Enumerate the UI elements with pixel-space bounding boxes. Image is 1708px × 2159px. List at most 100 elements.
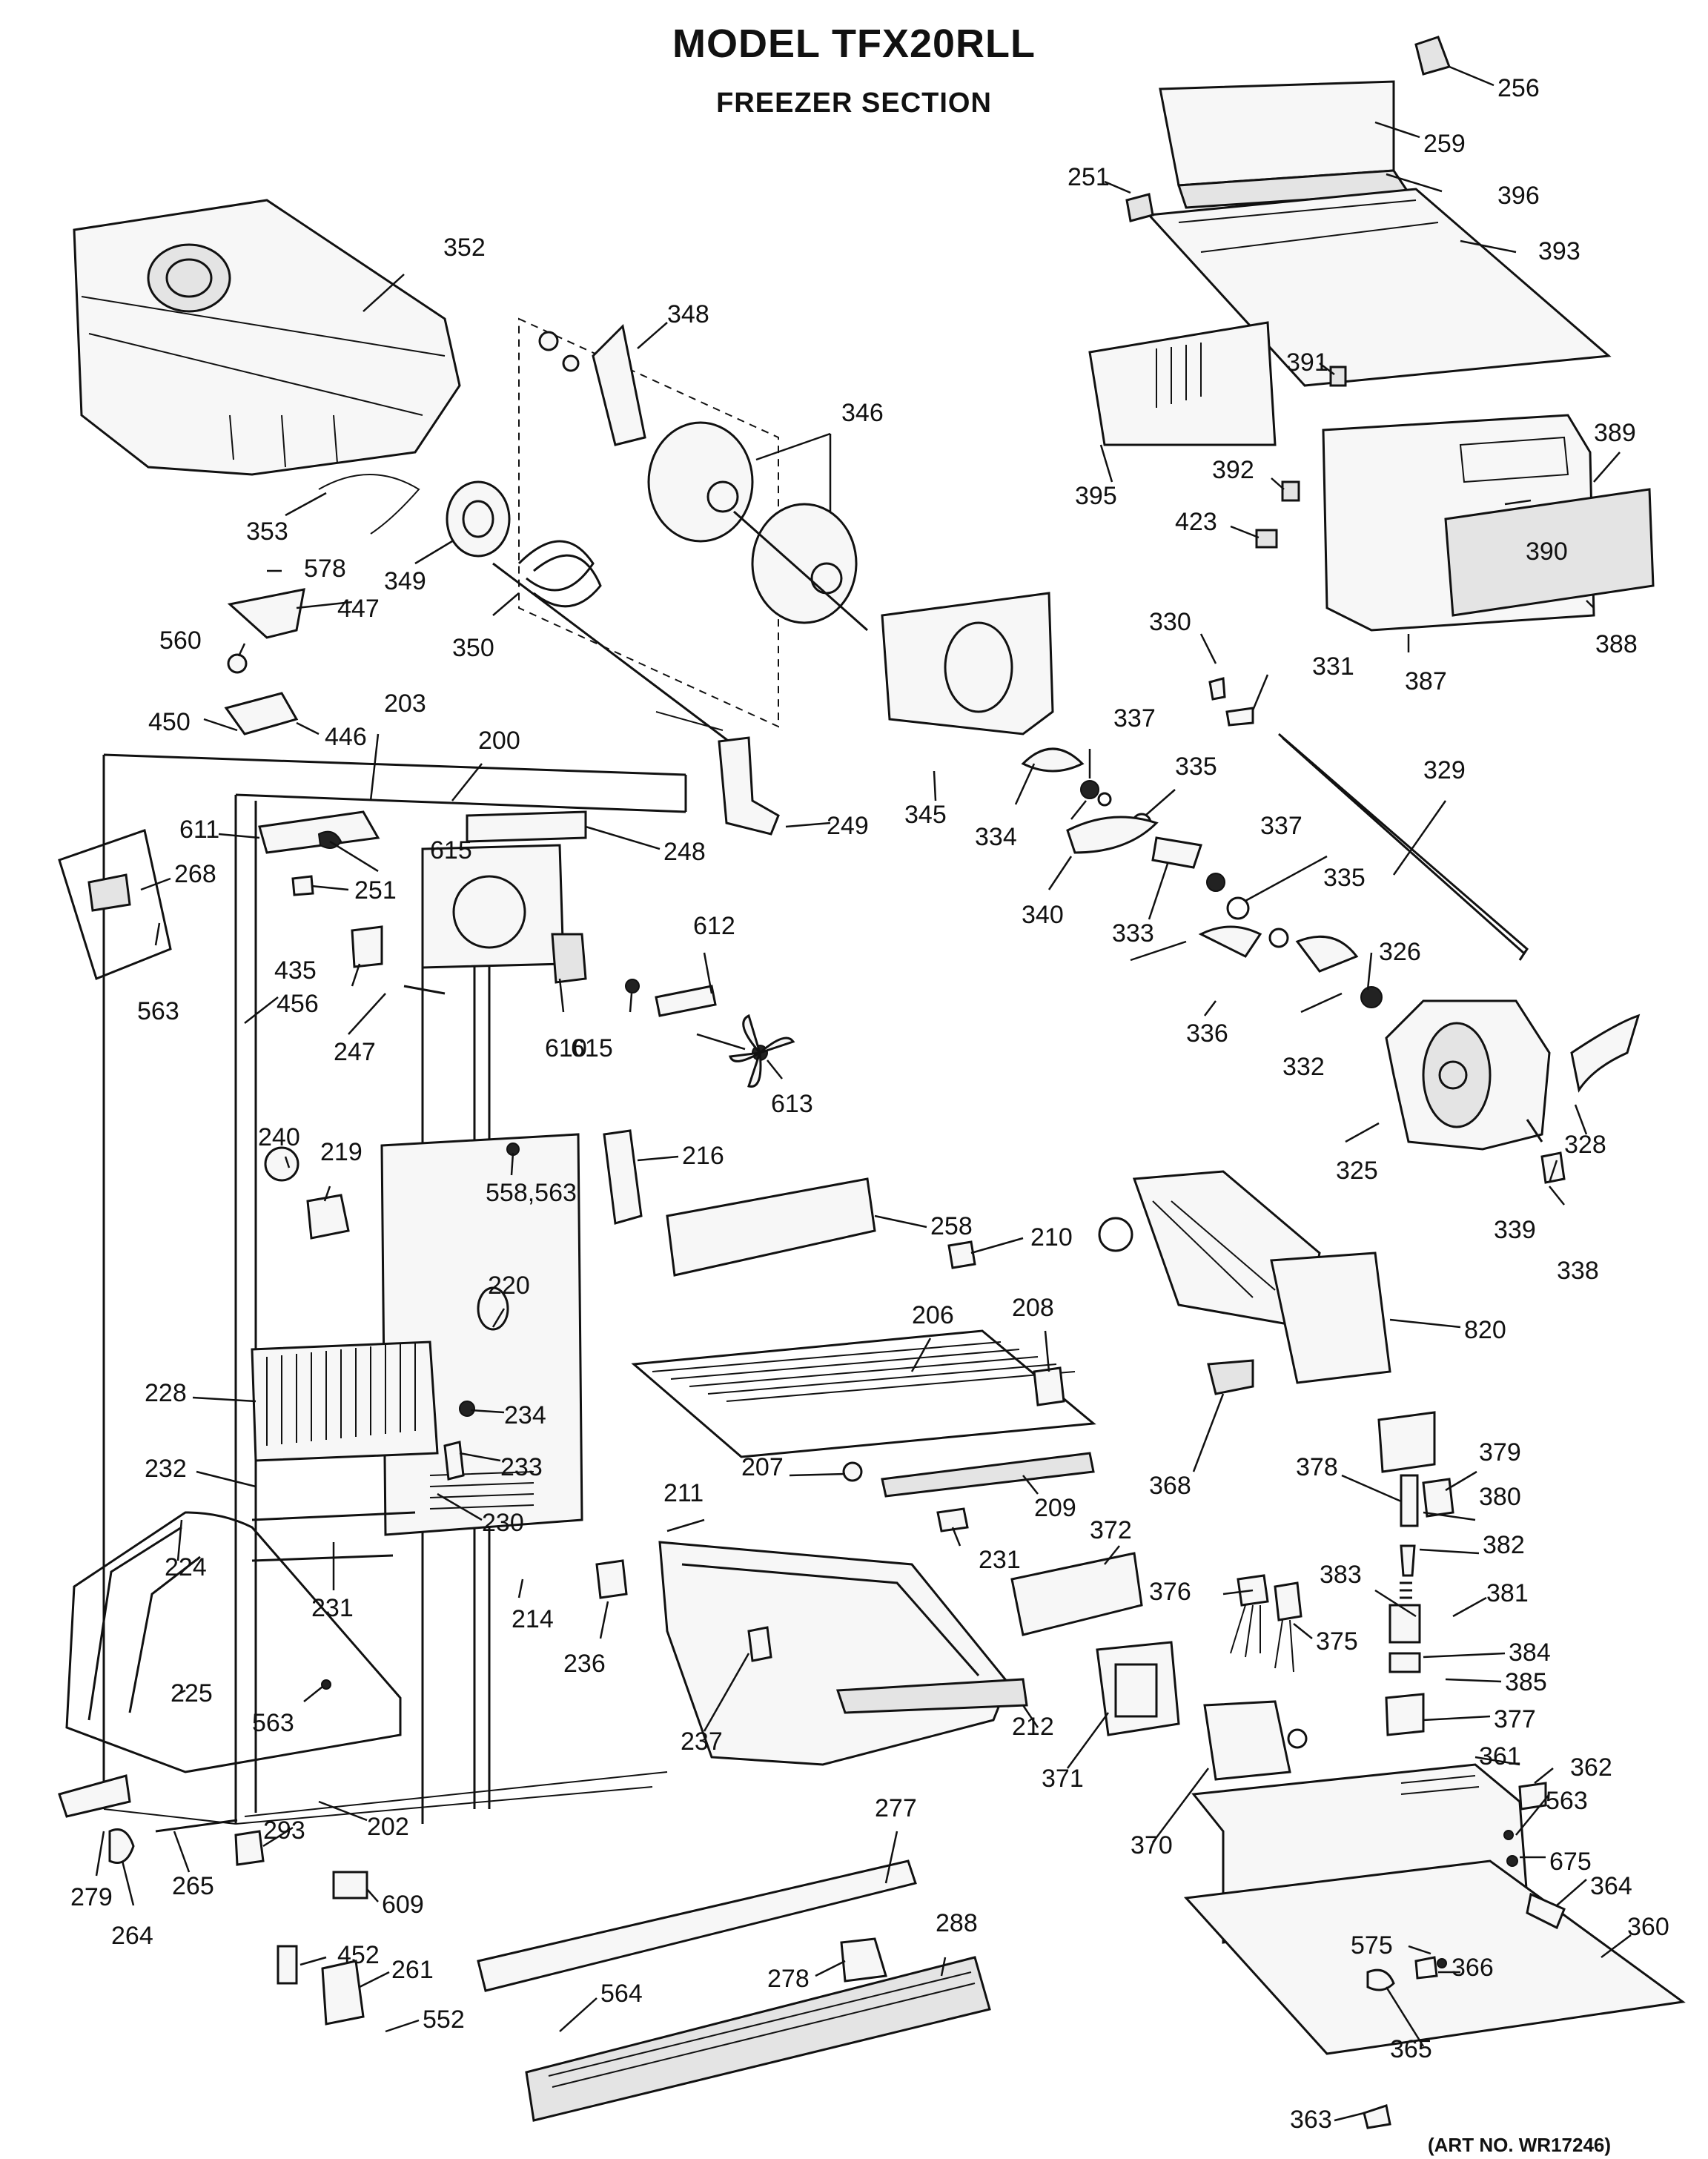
callout-240: 240 [258,1123,300,1151]
callout-338: 338 [1557,1257,1599,1285]
callout-575: 575 [1351,1931,1393,1960]
callout-446: 446 [325,723,367,751]
callout-372: 372 [1090,1516,1132,1544]
callout-380: 380 [1479,1483,1521,1511]
callout-334: 334 [975,823,1017,851]
drain-tube [87,1526,201,1721]
callout-370: 370 [1131,1831,1173,1859]
callout-384: 384 [1509,1639,1551,1667]
callout-335: 335 [1175,753,1217,781]
callout-613: 613 [771,1090,813,1118]
motor-mount-plate [881,592,1054,735]
callout-208: 208 [1012,1294,1054,1322]
callout-259: 259 [1423,130,1466,158]
callout-615: 615 [430,836,472,864]
callout-552: 552 [423,2006,465,2034]
duct-sleeve [1096,1641,1180,1736]
callout-393: 393 [1538,237,1580,265]
callout-609: 609 [382,1891,424,1919]
wire-harness-connectors [1230,1574,1302,1673]
light-socket [87,873,131,912]
callout-452: 452 [337,1941,380,1969]
callout-612: 612 [693,912,735,940]
callout-337: 337 [1260,812,1302,840]
callout-395: 395 [1075,482,1117,510]
callout-293: 293 [263,1816,305,1845]
callout-233: 233 [500,1453,543,1481]
callout-387: 387 [1405,667,1447,695]
callout-335: 335 [1323,864,1366,892]
cam-gear-chain [1021,733,1529,1008]
callout-231: 231 [311,1594,354,1622]
fan-shroud-assembly [403,810,587,995]
callout-249: 249 [827,812,869,840]
duct-sleeve-opening [1114,1663,1158,1718]
callout-256: 256 [1497,74,1540,102]
callout-350: 350 [452,634,494,662]
callout-390: 390 [1526,538,1568,566]
callout-206: 206 [912,1301,954,1329]
callout-219: 219 [320,1138,363,1166]
callout-363: 363 [1290,2106,1332,2134]
callout-558-563: 558,563 [486,1179,577,1207]
callout-264: 264 [111,1922,153,1950]
callout-230: 230 [482,1509,524,1537]
callout-375: 375 [1316,1627,1358,1656]
callout-610: 610 [545,1034,587,1062]
callout-224: 224 [165,1553,207,1581]
callout-345: 345 [904,801,947,829]
callout-210: 210 [1030,1223,1073,1252]
callout-820: 820 [1464,1316,1506,1344]
callout-456: 456 [277,990,319,1018]
callout-362: 362 [1570,1753,1612,1782]
callout-563: 563 [252,1709,294,1737]
callout-202: 202 [367,1813,409,1841]
callout-361: 361 [1479,1742,1521,1770]
callout-337: 337 [1113,704,1156,733]
callout-265: 265 [172,1872,214,1900]
duct-cover [1010,1552,1143,1636]
callout-325: 325 [1336,1157,1378,1185]
callout-326: 326 [1379,938,1421,966]
art-number: (ART NO. WR17246) [1428,2134,1612,2156]
callout-365: 365 [1390,2035,1432,2063]
callout-277: 277 [875,1794,917,1822]
callout-349: 349 [384,567,426,595]
callout-382: 382 [1483,1531,1525,1559]
small-hardware [224,588,1566,2129]
ice-storage-bin [658,1541,1028,1766]
auger-motor [1385,999,1641,1151]
dispenser-motor [1203,1700,1291,1781]
callout-578: 578 [304,555,346,583]
callout-389: 389 [1594,419,1636,447]
bracket [718,736,780,836]
callout-383: 383 [1320,1561,1362,1589]
callout-278: 278 [767,1965,810,1993]
callout-251: 251 [1068,163,1110,191]
bucket-clip [318,474,420,535]
callout-376: 376 [1149,1578,1191,1606]
callout-288: 288 [936,1909,978,1937]
callout-leader-lines [95,65,1632,2122]
diagram-title: MODEL TFX20RLL [672,22,1036,66]
callout-392: 392 [1212,456,1254,484]
mount-opening [944,621,1013,713]
panel-vent-slots [429,1471,534,1510]
callout-261: 261 [391,1956,434,1984]
callout-388: 388 [1595,630,1638,658]
callout-333: 333 [1112,919,1154,948]
shroud-cover [666,1177,876,1277]
callout-232: 232 [145,1455,187,1483]
callout-353: 353 [246,518,288,546]
callout-346: 346 [841,399,884,427]
callout-214: 214 [512,1605,554,1633]
callout-611: 611 [179,816,219,844]
callout-209: 209 [1034,1494,1076,1522]
callout-216: 216 [682,1142,724,1170]
light-socket-inset [58,829,172,980]
callout-385: 385 [1505,1668,1547,1696]
diagram-subtitle: FREEZER SECTION [716,87,992,119]
callout-225: 225 [171,1679,213,1707]
callout-331: 331 [1312,652,1354,681]
